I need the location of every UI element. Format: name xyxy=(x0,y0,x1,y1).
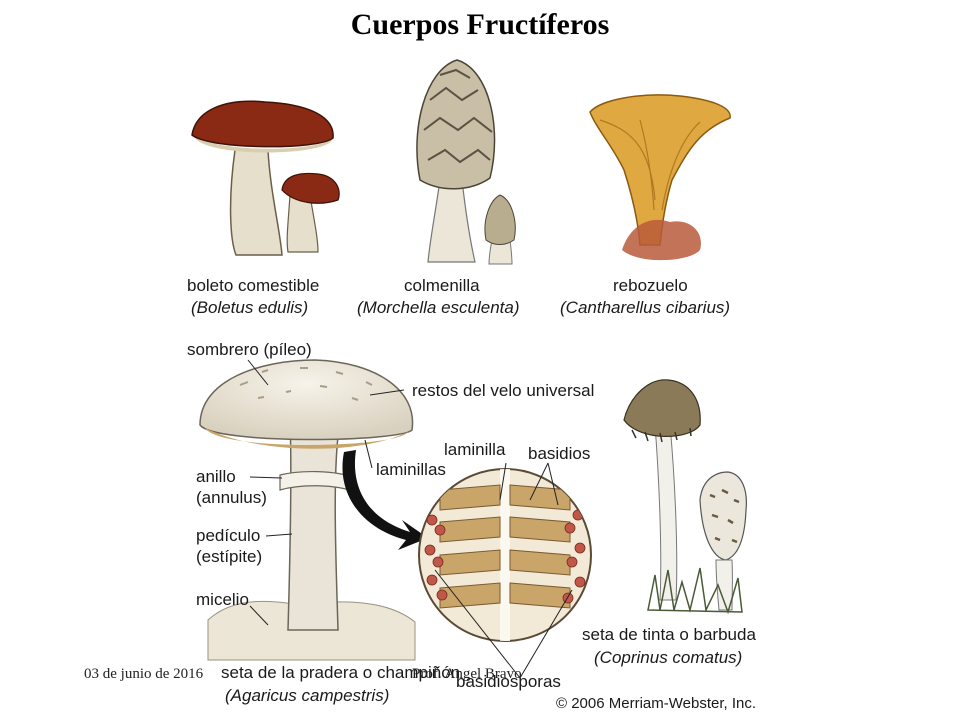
chanterelle-illustration xyxy=(589,94,731,261)
label-gill: laminilla xyxy=(444,440,506,459)
morel-common-name: colmenilla xyxy=(404,276,480,295)
footer-date: 03 de junio de 2016 xyxy=(84,666,204,682)
copyright-notice: © 2006 Merriam-Webster, Inc. xyxy=(556,695,757,712)
agaricus-common-name: seta de la pradera o champiñón xyxy=(221,663,461,682)
agaricus-illustration xyxy=(199,359,416,661)
label-ring: anillo xyxy=(196,467,236,486)
gill-magnification xyxy=(418,468,592,642)
coprinus-common-name: seta de tinta o barbuda xyxy=(582,625,756,644)
leader-lines xyxy=(247,359,573,679)
chanterelle-common-name: rebozuelo xyxy=(613,276,688,295)
label-veil: restos del velo universal xyxy=(412,381,595,400)
page-title: Cuerpos Fructíferos xyxy=(350,8,610,41)
label-spores: basidiosporas xyxy=(456,672,561,691)
morel-latin-name: (Morchella esculenta) xyxy=(357,298,520,317)
label-basidia: basidios xyxy=(528,444,591,463)
morel-illustration xyxy=(416,59,516,265)
agaricus-latin-name: (Agaricus campestris) xyxy=(225,686,390,705)
coprinus-latin-name: (Coprinus comatus) xyxy=(594,648,743,667)
footer-author: Prof. Angel Bravo xyxy=(412,666,522,682)
coprinus-illustration xyxy=(623,379,747,615)
label-stalk: pedículo xyxy=(196,526,261,545)
magnify-arrow xyxy=(342,450,428,550)
label-mycelium: micelio xyxy=(196,590,249,609)
label-gills: laminillas xyxy=(376,460,446,479)
boletus-common-name: boleto comestible xyxy=(187,276,320,295)
label-stalk-latin: (estípite) xyxy=(196,547,263,566)
boletus-latin-name: (Boletus edulis) xyxy=(191,298,309,317)
label-cap: sombrero (píleo) xyxy=(187,340,312,359)
label-ring-latin: (annulus) xyxy=(196,488,267,507)
boletus-illustration xyxy=(191,100,340,256)
chanterelle-latin-name: (Cantharellus cibarius) xyxy=(560,298,731,317)
